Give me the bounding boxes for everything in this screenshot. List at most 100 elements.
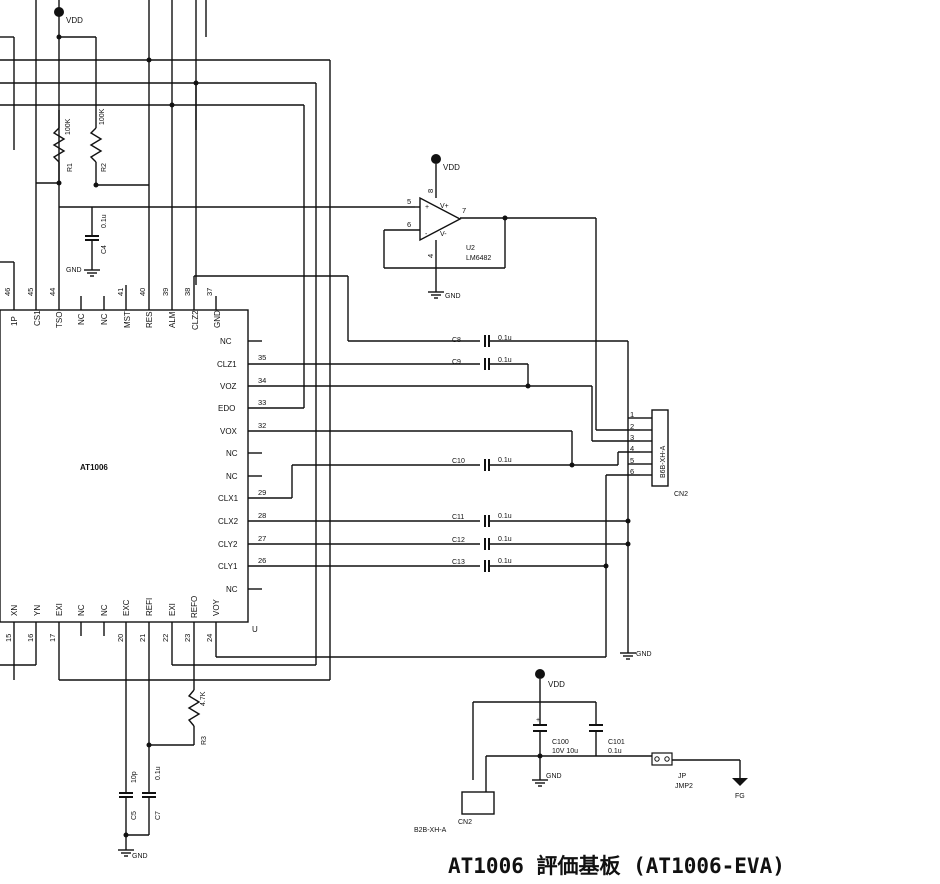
opamp-ref: U2 <box>466 245 475 252</box>
svg-text:EDO: EDO <box>218 404 235 413</box>
svg-text:17: 17 <box>48 634 57 642</box>
connector-cn2: 1 2 3 4 5 6 B6B-XH-A CN2 <box>628 409 688 498</box>
ic-pin: 38 CLZ2 <box>183 275 480 342</box>
c100-value: 10V 10u <box>552 748 578 755</box>
ic-pin: REFI 21 <box>138 598 154 793</box>
svg-text:CLX2: CLX2 <box>218 517 239 526</box>
svg-text:CLY2: CLY2 <box>218 540 238 549</box>
svg-text:REFO: REFO <box>190 596 199 618</box>
c100-ref: C100 <box>552 739 569 746</box>
capacitor-c9: C9 0.1u <box>452 357 531 389</box>
resistor-r1: 100K R1 <box>36 110 74 186</box>
ic-pin: 39 ALM <box>161 285 177 328</box>
ic-pin: NC <box>100 296 109 325</box>
svg-text:V-: V- <box>440 231 447 238</box>
resistor-r2: 100K R2 <box>89 108 149 188</box>
svg-text:29: 29 <box>258 488 266 497</box>
svg-text:NC: NC <box>100 604 109 616</box>
c11-value: 0.1u <box>498 513 512 520</box>
connector-power: CN2 B2B-XH-A <box>414 791 495 834</box>
capacitor-c8: C8 0.1u <box>452 335 629 653</box>
ic-pin: 45 CS1 <box>26 285 42 326</box>
ic-pin: NC <box>226 449 262 458</box>
svg-text:+: + <box>425 204 429 211</box>
c12-value: 0.1u <box>498 536 512 543</box>
top-bus-wires <box>0 0 331 680</box>
svg-text:VOX: VOX <box>220 427 238 436</box>
c5-value: 10p <box>131 771 138 783</box>
vdd-label: VDD <box>66 16 83 25</box>
svg-text:EXC: EXC <box>122 599 131 616</box>
ic-pin: CLX2 28 <box>218 511 480 526</box>
capacitor-c5: 10p C5 <box>119 771 138 850</box>
capacitor-c13: C13 0.1u <box>452 474 640 657</box>
c7-ref: C7 <box>155 811 162 820</box>
svg-text:45: 45 <box>26 288 35 296</box>
ic-pin: NC <box>226 585 262 594</box>
svg-text:EXI: EXI <box>55 603 64 616</box>
svg-text:V+: V+ <box>440 203 449 210</box>
svg-text:22: 22 <box>161 634 170 642</box>
c101-ref: C101 <box>608 739 625 746</box>
ic-pin: NC <box>100 604 109 636</box>
svg-text:-: - <box>425 231 428 238</box>
page-title: AT1006 評価基板 (AT1006-EVA) <box>448 854 785 878</box>
cn2-ref: CN2 <box>674 491 688 498</box>
svg-text:CLX1: CLX1 <box>218 494 239 503</box>
svg-text:24: 24 <box>205 634 214 642</box>
gnd-symbol: GND <box>428 291 461 300</box>
capacitor-c11: C11 0.1u <box>452 513 631 527</box>
svg-text:1: 1 <box>630 410 634 419</box>
ic-pin: CLX1 29 <box>218 464 480 503</box>
r2-ref: R2 <box>101 163 108 172</box>
c4-ref: C4 <box>101 245 108 254</box>
svg-text:VOY: VOY <box>212 598 221 616</box>
svg-text:GND: GND <box>213 310 222 328</box>
c9-value: 0.1u <box>498 357 512 364</box>
ic-pin: 41 MST <box>116 285 132 328</box>
c13-ref: C13 <box>452 559 465 566</box>
jumper-jp: JP JMP2 <box>651 752 693 790</box>
svg-text:3: 3 <box>630 433 634 442</box>
svg-text:39: 39 <box>161 288 170 296</box>
ic-pin: REFO 23 <box>183 596 199 690</box>
svg-text:4: 4 <box>426 254 435 258</box>
svg-text:20: 20 <box>116 634 125 642</box>
svg-text:21: 21 <box>138 634 147 642</box>
ic-pin: XN 15 <box>4 605 19 680</box>
gnd-label: GND <box>546 773 562 780</box>
ic-pin: VOY 24 <box>205 598 606 658</box>
opamp-pin-minus: 6 <box>407 220 411 229</box>
c8-value: 0.1u <box>498 335 512 342</box>
c4-value: 0.1u <box>101 214 108 228</box>
svg-text:MST: MST <box>123 311 132 328</box>
ic-pin: 40 RES <box>138 285 154 328</box>
c10-value: 0.1u <box>498 457 512 464</box>
svg-text:6: 6 <box>630 467 634 476</box>
c10-ref: C10 <box>452 458 465 465</box>
svg-text:26: 26 <box>258 556 266 565</box>
opamp-pin-out: 7 <box>462 206 466 215</box>
svg-text:16: 16 <box>26 634 35 642</box>
ic-pin: 37 GND <box>205 288 222 328</box>
capacitor-c4: 0.1u C4 GND <box>59 206 415 277</box>
ic-right-pins: NC CLZ1 35 VOZ 34 EDO 33 VOX 32 NC NC <box>217 337 592 594</box>
svg-text:38: 38 <box>183 288 192 296</box>
ic-pin: CLY2 27 <box>218 534 480 549</box>
svg-text:27: 27 <box>258 534 266 543</box>
gnd-symbol: GND <box>118 849 148 860</box>
ic-pin: EXI 22 <box>161 603 316 666</box>
svg-text:41: 41 <box>116 288 125 296</box>
connector-power-part: B2B-XH-A <box>414 827 447 834</box>
opamp-u2: + - V+ V- 5 6 7 8 4 U2 LM6482 <box>383 189 640 431</box>
opamp-part: LM6482 <box>466 255 491 262</box>
resistor-r3: 4.7K R3 <box>146 689 208 748</box>
ic-pin: NC <box>77 296 86 325</box>
power-wiring <box>472 701 741 792</box>
svg-text:28: 28 <box>258 511 266 520</box>
svg-text:CLZ1: CLZ1 <box>217 360 237 369</box>
capacitor-c10: C10 0.1u <box>452 451 640 471</box>
fg-symbol: FG <box>732 778 748 800</box>
ic-corner-mark: U <box>252 625 258 634</box>
gnd-label: GND <box>636 651 652 658</box>
